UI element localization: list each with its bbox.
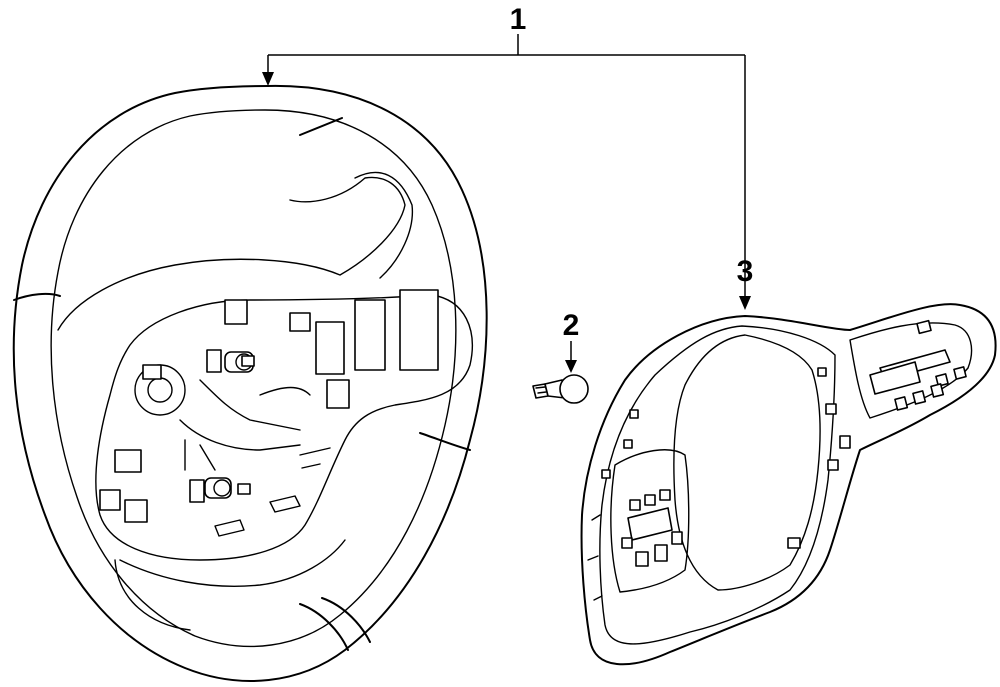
callout-3-label[interactable]: 3 [737,255,754,288]
callout-2-group: 2 [563,309,580,373]
callout-1-arrow-a [262,72,274,86]
callout-1-leader [267,34,746,296]
callout-1-label[interactable]: 1 [510,3,527,36]
callout-1-arrow-b [739,296,751,310]
callout-2-arrow [565,360,577,373]
wheel-hub-details-icon [99,289,439,537]
bolt-icon[interactable] [532,374,589,404]
callout-1-group: 1 [262,3,751,310]
callout-2-label[interactable]: 2 [563,309,580,342]
switch-bezel-icon[interactable] [580,303,997,666]
steering-wheel-icon[interactable] [12,84,488,682]
callout-3-group: 3 [737,255,754,288]
